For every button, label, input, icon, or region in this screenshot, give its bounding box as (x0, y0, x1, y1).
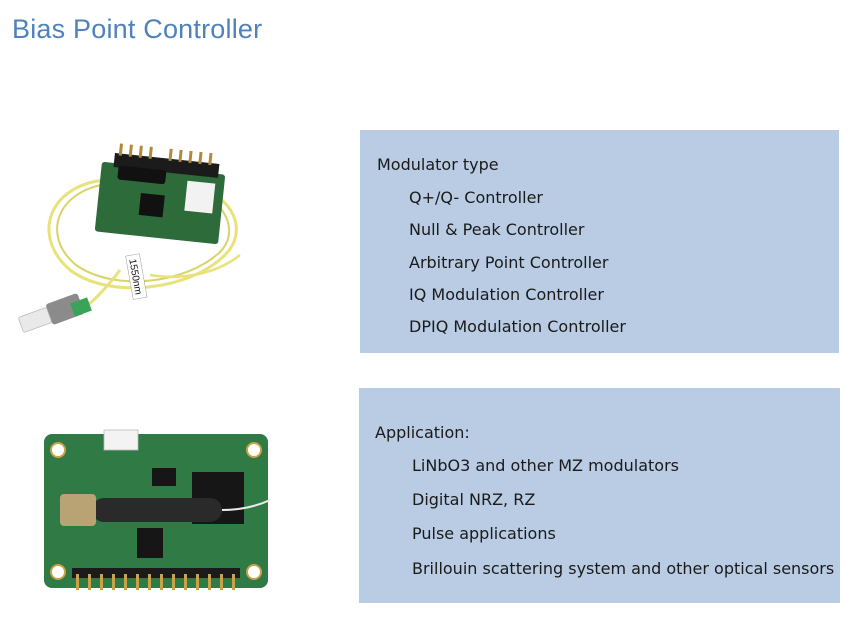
modulator-item: DPIQ Modulation Controller (409, 317, 626, 336)
pcb-board-image (44, 429, 270, 590)
application-item: Brillouin scattering system and other op… (412, 559, 835, 578)
application-item: LiNbO3 and other MZ modulators (412, 456, 679, 475)
application-item: Digital NRZ, RZ (412, 490, 536, 509)
page-title: Bias Point Controller (12, 14, 263, 44)
application-item: Pulse applications (412, 524, 556, 543)
application-heading: Application: (375, 423, 470, 442)
modulator-type-panel: Modulator type Q+/Q- Controller Null & P… (360, 130, 839, 353)
modulator-item: Q+/Q- Controller (409, 188, 543, 207)
modulator-item: Null & Peak Controller (409, 220, 585, 239)
modulator-type-heading: Modulator type (377, 155, 499, 174)
modulator-item: Arbitrary Point Controller (409, 253, 609, 272)
modulator-item: IQ Modulation Controller (409, 285, 604, 304)
controller-module-image: 1550nm (18, 143, 241, 333)
application-panel: Application: LiNbO3 and other MZ modulat… (359, 388, 840, 603)
